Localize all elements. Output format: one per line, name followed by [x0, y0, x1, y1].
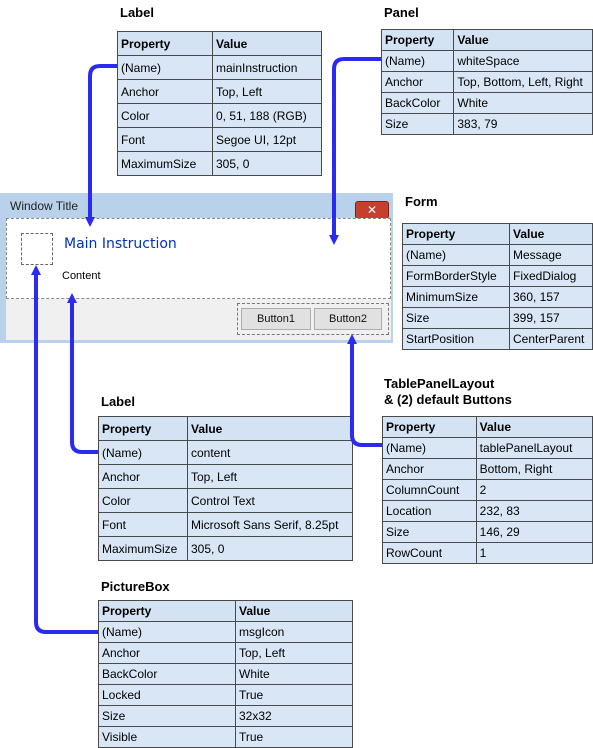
- arrow-tablelayout-to-buttons: [347, 334, 382, 447]
- arrow-panel-to-white-space: [329, 57, 381, 245]
- property-cell: Anchor: [117, 79, 213, 104]
- property-cell: BackColor: [380, 92, 455, 114]
- property-cell: StartPosition: [402, 328, 510, 350]
- window-title: Window Title: [10, 199, 79, 213]
- value-header: Value: [475, 416, 593, 438]
- value-cell: 1: [475, 542, 593, 564]
- button1[interactable]: Button1: [241, 308, 311, 330]
- property-cell: (Name): [98, 440, 188, 465]
- property-cell: RowCount: [382, 542, 477, 564]
- value-cell: 0, 51, 188 (RGB): [212, 103, 322, 128]
- value-cell: CenterParent: [508, 328, 593, 350]
- property-header: Property: [402, 223, 510, 245]
- table-row: (Name)tablePanelLayout: [382, 437, 593, 459]
- property-header: Property: [382, 416, 477, 438]
- property-cell: MaximumSize: [117, 151, 213, 176]
- value-cell: White: [235, 663, 353, 685]
- value-cell: whiteSpace: [453, 50, 593, 72]
- arrow-label2-to-content: [67, 293, 98, 454]
- value-cell: mainInstruction: [212, 55, 322, 80]
- property-cell: Font: [98, 512, 188, 537]
- value-cell: Segoe UI, 12pt: [212, 127, 322, 152]
- value-cell: 305, 0: [212, 151, 322, 176]
- value-cell: 32x32: [235, 705, 353, 727]
- form-heading: Form: [405, 194, 438, 209]
- white-space-panel: [6, 218, 391, 299]
- table-row: (Name)Message: [402, 244, 593, 266]
- table-panel-layout: [237, 303, 389, 335]
- property-cell: Size: [380, 113, 455, 135]
- property-header: Property: [98, 600, 236, 622]
- property-cell: Anchor: [382, 458, 477, 480]
- tablelayout-heading: TablePanelLayout: [384, 376, 495, 391]
- value-header: Value: [187, 416, 353, 441]
- picturebox-heading: PictureBox: [101, 579, 170, 594]
- table-row: (Name)msgIcon: [98, 621, 353, 643]
- value-header: Value: [235, 600, 353, 622]
- arrow-label1-to-main-instruction: [85, 64, 117, 227]
- value-cell: 232, 83: [475, 500, 593, 522]
- value-cell: Message: [508, 244, 593, 266]
- value-cell: 305, 0: [187, 536, 353, 561]
- property-cell: Font: [117, 127, 213, 152]
- value-header: Value: [212, 31, 322, 56]
- value-cell: Top, Left: [212, 79, 322, 104]
- label1-heading: Label: [120, 5, 154, 20]
- property-cell: Size: [382, 521, 477, 543]
- property-cell: ColumnCount: [382, 479, 477, 501]
- tablelayout-subheading: & (2) default Buttons: [384, 392, 512, 407]
- content-label: Content: [62, 270, 101, 282]
- value-cell: 383, 79: [453, 113, 593, 135]
- value-cell: 399, 157: [508, 307, 593, 329]
- value-header: Value: [508, 223, 593, 245]
- panel-heading: Panel: [384, 5, 419, 20]
- arrow-picturebox-to-picture: [31, 265, 98, 634]
- table-row: (Name)whiteSpace: [380, 50, 593, 72]
- button2[interactable]: Button2: [314, 308, 382, 330]
- value-cell: Top, Left: [235, 642, 353, 664]
- value-cell: Microsoft Sans Serif, 8.25pt: [187, 512, 353, 537]
- property-cell: FormBorderStyle: [402, 265, 510, 287]
- property-cell: (Name): [380, 50, 455, 72]
- label2-heading: Label: [101, 394, 135, 409]
- property-header: Property: [117, 31, 213, 56]
- value-cell: tablePanelLayout: [475, 437, 593, 459]
- picture-box-placeholder: [21, 233, 53, 265]
- property-cell: MinimumSize: [402, 286, 510, 308]
- main-instruction-label: Main Instruction: [64, 236, 177, 252]
